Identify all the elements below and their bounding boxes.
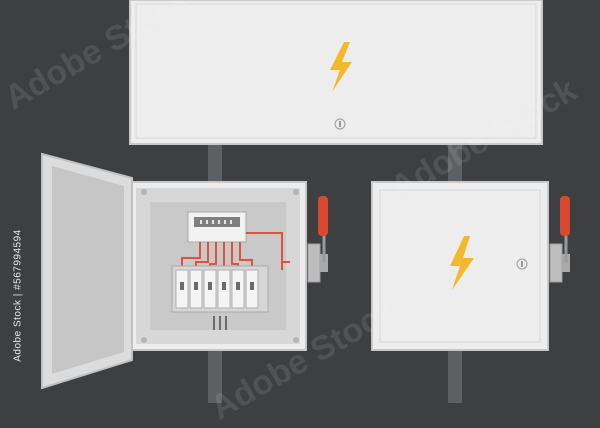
pole-bottom-right — [448, 350, 462, 403]
switch-handle-icon — [549, 196, 570, 283]
lock-icon — [334, 118, 346, 130]
lock-icon — [516, 258, 528, 270]
top-sign-panel — [129, 0, 543, 145]
lightning-bolt-icon — [450, 236, 474, 290]
closed-panel — [371, 181, 570, 351]
breaker-row — [171, 265, 269, 313]
electric-meter — [187, 211, 247, 243]
open-door — [41, 152, 133, 390]
pole-top-right — [448, 140, 462, 190]
stock-id-label: Adobe Stock | #567994594 — [12, 229, 24, 362]
pole-bottom-left — [208, 350, 222, 403]
switch-handle-icon — [307, 196, 328, 283]
lightning-bolt-icon — [330, 42, 352, 92]
electrical-panels-illustration — [41, 0, 570, 403]
open-panel — [126, 181, 328, 351]
bottom-wires — [213, 316, 227, 330]
